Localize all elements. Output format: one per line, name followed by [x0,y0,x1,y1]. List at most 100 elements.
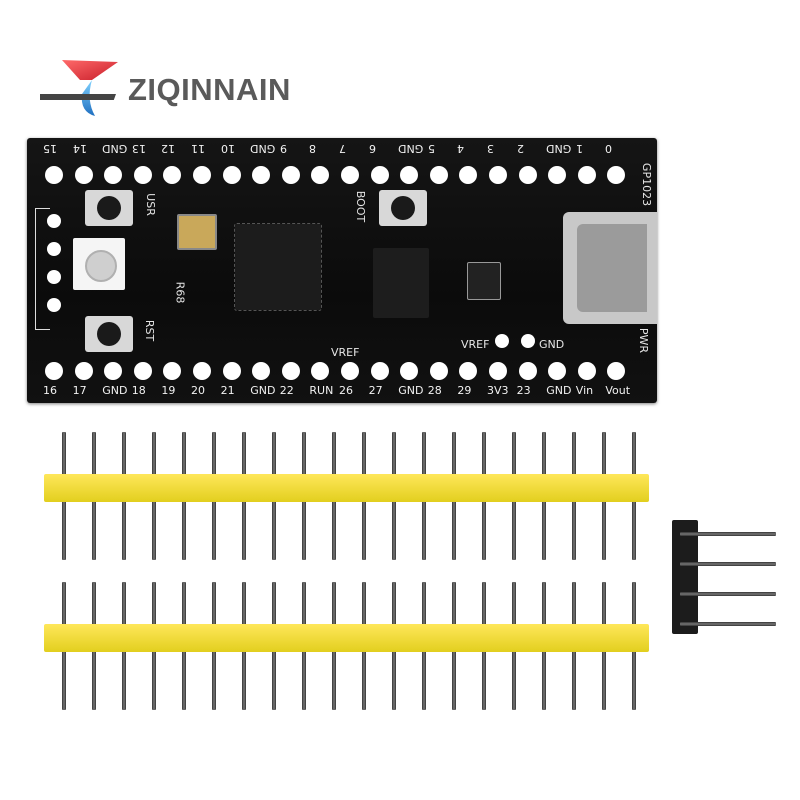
bottom-pin-label: 16 [43,384,57,397]
bottom-pin-label: Vin [575,384,594,397]
crystal-oscillator [177,214,217,250]
bottom-pin-label: 20 [191,384,205,397]
pin-hole [74,166,93,184]
pin-hole [607,166,626,184]
pin-hole [133,166,152,184]
bottom-pin-label: 28 [427,384,442,397]
pin-hole [252,166,271,184]
side-hole [47,270,61,284]
top-pin-label: 2 [516,142,524,155]
top-pin-label: 1 [575,142,583,155]
top-pin-label: 0 [605,142,613,155]
top-pin-label: 10 [220,142,235,155]
vref-left-label: VREF [331,346,360,359]
right-angle-pin [680,532,776,536]
usb-c-connector[interactable] [563,212,657,324]
pin-hole [163,166,182,184]
bottom-pin-label: 18 [131,384,146,397]
usr-button[interactable] [85,190,133,226]
pin-hole [104,166,123,184]
mcu-chip [234,223,322,311]
pin-hole [489,362,507,380]
pin-hole [252,362,271,380]
side-hole [47,242,61,256]
pin-hole [577,166,596,184]
top-pin-label: 8 [309,142,317,155]
bottom-pin-label: 17 [72,384,87,397]
pin-hole [459,166,478,184]
pin-hole [281,166,300,184]
pin-hole [341,166,359,184]
pin-hole [311,362,330,380]
top-pin-label: GND [250,142,276,155]
pin-hole [45,166,63,184]
top-pin-label: GND [102,142,128,155]
bottom-pin-label: 22 [279,384,294,397]
pin-hole [607,362,626,380]
bottom-pin-label: Vout [605,384,631,397]
top-pin-label: 11 [191,142,205,155]
top-pin-label: 4 [457,142,465,155]
top-pin-label: 13 [131,142,146,155]
pin-hole [518,362,537,380]
pin-hole [74,362,93,380]
top-pin-label: 3 [487,142,494,155]
pin-hole [222,362,241,380]
rst-button[interactable] [85,316,133,352]
top-pin-label: GND [398,142,424,155]
pin-hole [489,166,507,184]
pin-hole [193,166,211,184]
top-pin-label: 7 [339,142,346,155]
pin-hole [133,362,152,380]
top-pin-label: 14 [72,142,87,155]
bottom-pin-label: GND [398,384,424,397]
pin-hole [45,362,63,380]
bottom-pin-label: GND [546,384,572,397]
pin-hole [163,362,182,380]
brand-logo [23,50,340,130]
r68-label: R68 [173,281,187,304]
pin-hole [459,362,478,380]
rgb-led [73,238,125,290]
logo-mark-icon [23,60,118,116]
boot-label: BOOT [354,190,368,223]
vref-right-label: VREF [461,338,490,351]
side-hole [47,298,61,312]
pin-hole [370,166,389,184]
pin-hole [518,166,537,184]
bottom-pin-label: GND [250,384,276,397]
pin-hole [341,362,359,380]
brand-name: ZIQINNAIN [128,72,291,107]
pwr-label: PWR [637,327,651,354]
top-pin-label: 9 [279,142,287,155]
header-plastic [44,474,649,502]
side-hole [47,214,61,228]
bottom-pin-label: 21 [220,384,235,397]
header-plastic [44,624,649,652]
pin-hole [281,362,300,380]
pin-hole [400,362,419,380]
bottom-pin-label: 3V3 [487,384,509,397]
pin-hole [104,362,123,380]
pin-hole [429,166,448,184]
bottom-pin-label: 27 [368,384,383,397]
pin-hole [548,166,567,184]
pin-hole [311,166,330,184]
top-pin-label: 15 [43,142,57,155]
regulator-chip [467,262,501,300]
flash-chip [373,248,429,318]
side-connector-outline [35,208,50,330]
pin-hole [370,362,389,380]
top-pin-label: 6 [368,142,376,155]
bottom-pin-label: 29 [457,384,472,397]
pin-hole [577,362,596,380]
boot-button[interactable] [379,190,427,226]
right-angle-pin [680,622,776,626]
top-pin-label: 12 [161,142,176,155]
right-angle-pin [680,592,776,596]
pin-hole [222,166,241,184]
pin-hole [429,362,448,380]
right-angle-pin [680,562,776,566]
right-angle-header [672,520,698,634]
